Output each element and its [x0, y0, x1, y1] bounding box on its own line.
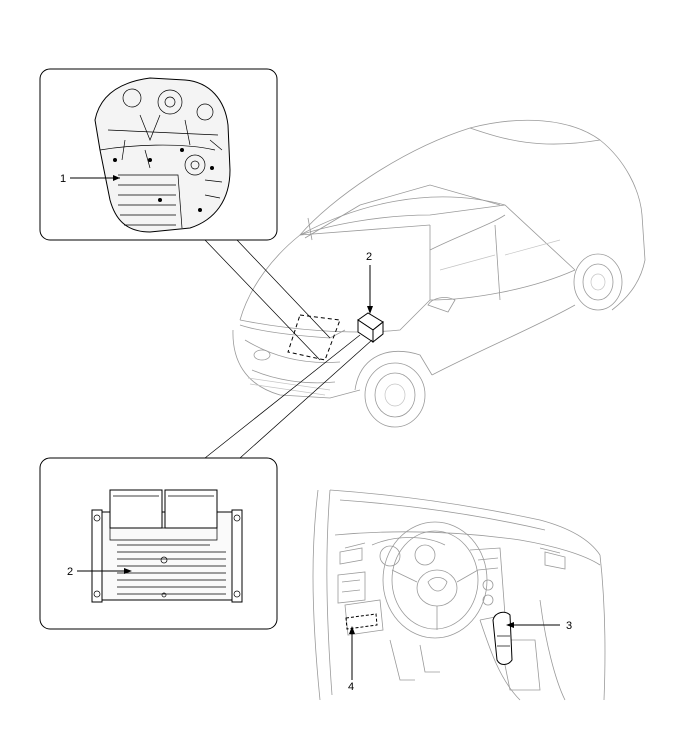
callout-3: 3 — [566, 620, 572, 632]
callout-1-arrowhead — [113, 175, 120, 181]
transaxle-illustration — [94, 77, 231, 233]
callout-2-detail: 2 — [67, 566, 73, 578]
callout-2-car: 2 — [366, 251, 372, 263]
transaxle-location-marker — [287, 314, 341, 361]
callout-2-detail-arrowhead — [124, 568, 132, 574]
shift-lever — [492, 611, 513, 665]
ecu-location-marker — [357, 312, 384, 344]
vehicle-exterior — [232, 119, 646, 428]
ecu-leader-line-a — [204, 334, 361, 459]
vehicle-interior — [312, 489, 606, 701]
callout-4-arrowhead — [349, 626, 355, 634]
ecu-illustration — [91, 489, 243, 603]
transaxle-leader-line-b — [236, 239, 331, 339]
ecu-leader-line-b — [239, 339, 373, 459]
transaxle-leader-line-a — [204, 239, 321, 361]
callout-2-car-arrowhead — [367, 306, 373, 314]
data-connector-location-marker — [345, 613, 378, 630]
callout-3-arrowhead — [506, 622, 514, 628]
callout-4: 4 — [348, 681, 354, 693]
callout-1: 1 — [60, 173, 66, 185]
